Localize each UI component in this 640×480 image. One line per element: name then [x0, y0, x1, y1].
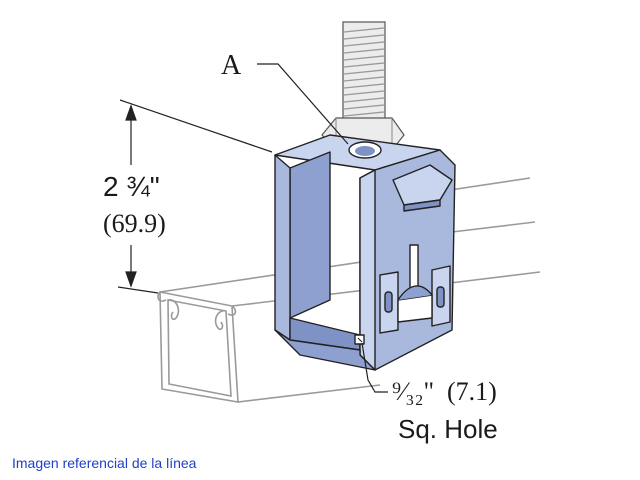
hole-leader [361, 342, 388, 393]
thread-line [343, 97, 385, 103]
hole-imperial-label: ⁹⁄₃₂" [392, 377, 434, 406]
thread-line [343, 41, 385, 47]
threaded-rod [321, 21, 405, 151]
thread-line [343, 55, 385, 61]
caption: Imagen referencial de la línea [12, 455, 197, 471]
thread-line [343, 90, 385, 96]
thread-line [343, 48, 385, 54]
strut-channel [157, 177, 541, 403]
height-metric-label: (69.9) [103, 209, 166, 238]
thread-line [343, 34, 385, 40]
hole-metric-label: (7.1) [447, 377, 497, 406]
channel-bracket [274, 134, 456, 371]
thread-line [343, 27, 385, 33]
thread-line [343, 83, 385, 89]
height-dimension [117, 99, 273, 294]
callout-a-leader [257, 63, 349, 145]
height-imperial-label: 2 ¾" [103, 171, 160, 202]
callout-a-label: A [221, 50, 242, 81]
thread-line [343, 76, 385, 82]
thread-line [343, 104, 385, 110]
thread-line [343, 69, 385, 75]
thread-line [343, 111, 385, 117]
thread-line [343, 62, 385, 68]
hole-desc-label: Sq. Hole [398, 414, 498, 444]
